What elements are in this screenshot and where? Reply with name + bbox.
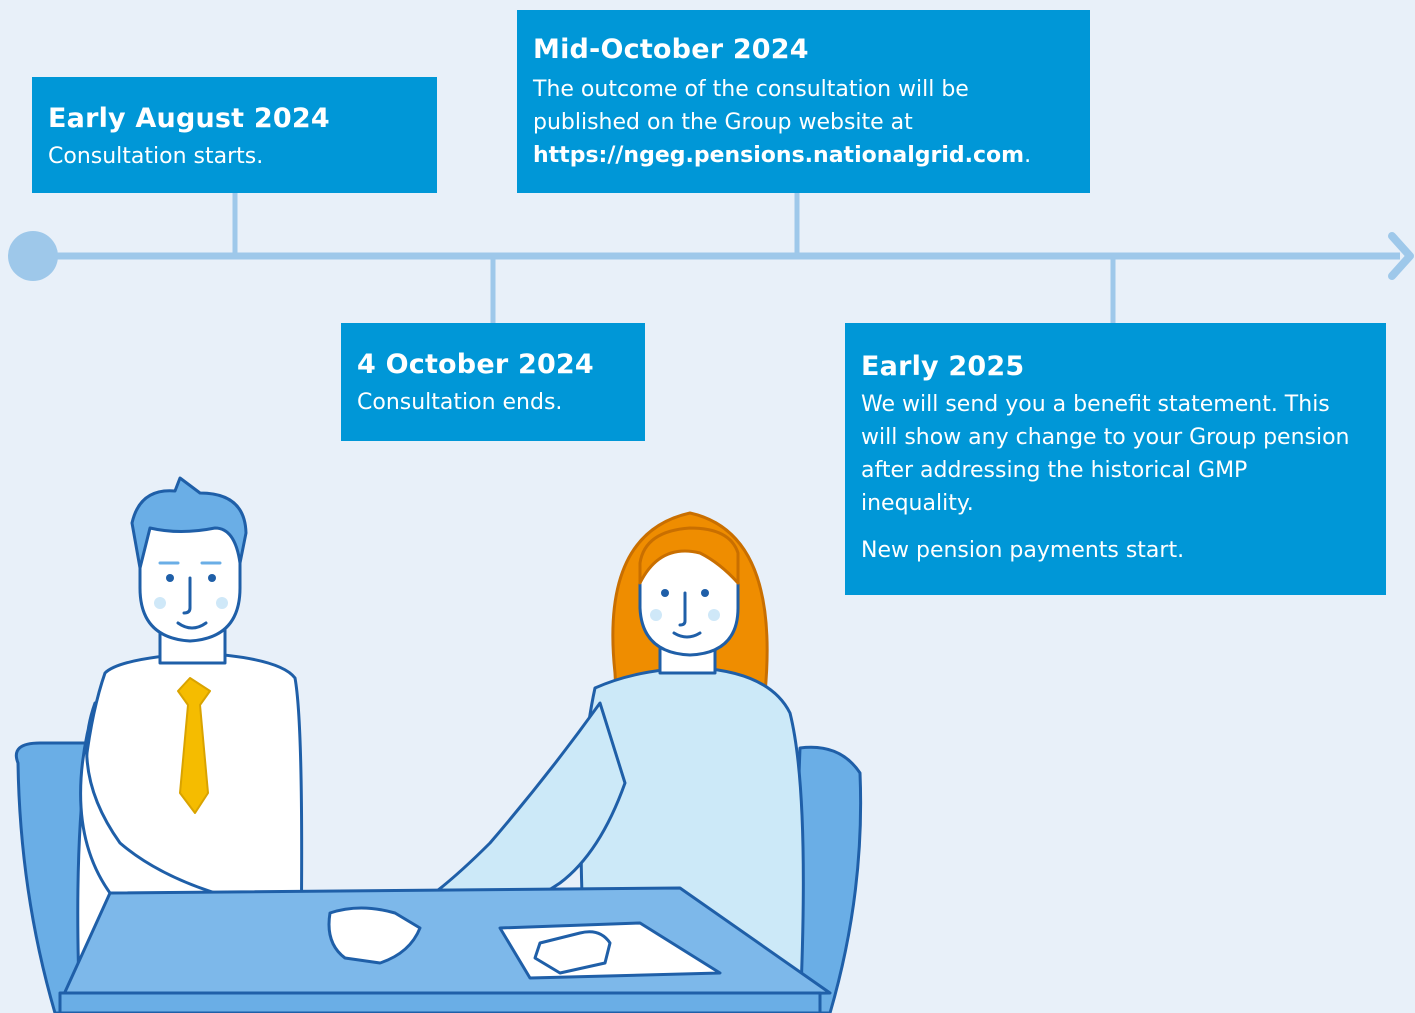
table-front bbox=[58, 991, 822, 1013]
event-title: Mid-October 2024 bbox=[533, 34, 809, 65]
handshake bbox=[327, 906, 422, 965]
event-card-mid-october-2024: Mid-October 2024 The outcome of the cons… bbox=[517, 10, 1090, 193]
woman-hand bbox=[533, 930, 612, 975]
event-title: 4 October 2024 bbox=[357, 349, 594, 380]
event-card-early-2025: Early 2025 We will send you a benefit st… bbox=[845, 323, 1386, 595]
event-title: Early August 2024 bbox=[48, 103, 330, 134]
event-text: Consultation ends. bbox=[357, 390, 563, 415]
event-text-end: . bbox=[1024, 143, 1032, 168]
handshake-illustration-icon bbox=[14, 476, 863, 1013]
event-title: Early 2025 bbox=[861, 351, 1025, 382]
man-tie bbox=[177, 677, 211, 814]
right-chair bbox=[788, 745, 863, 1013]
event-card-4-october-2024: 4 October 2024 Consultation ends. bbox=[341, 323, 645, 441]
timeline-arrow-head-icon bbox=[1388, 232, 1414, 280]
group-website-link[interactable]: https://ngeg.pensions.nationalgrid.com bbox=[533, 143, 1025, 168]
event-text: Consultation starts. bbox=[48, 144, 264, 169]
timeline-axis bbox=[8, 193, 1414, 323]
event-text: We will send you a benefit statement. Th… bbox=[861, 392, 1350, 516]
event-card-early-august-2024: Early August 2024 Consultation starts. bbox=[32, 77, 437, 193]
man-hair bbox=[130, 476, 248, 570]
event-text: The outcome of the consultation will be … bbox=[533, 77, 969, 135]
event-text-2: New pension payments start. bbox=[861, 538, 1185, 563]
timeline-start-dot bbox=[8, 231, 58, 281]
